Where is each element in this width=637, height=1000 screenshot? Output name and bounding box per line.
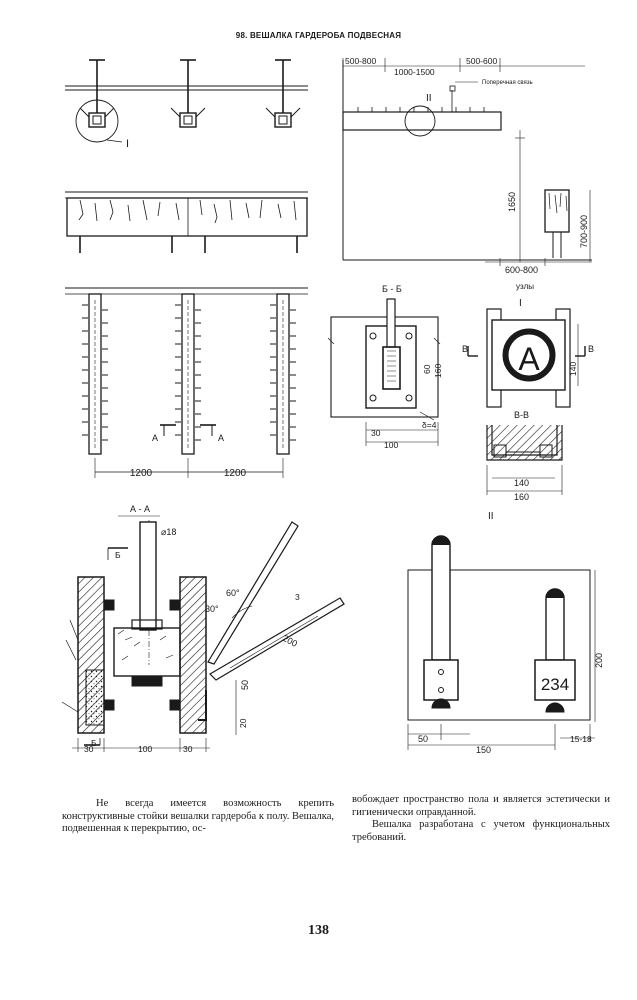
section-aa-title: А - А (130, 504, 150, 514)
dim-50-node: 50 (418, 734, 428, 744)
dim-1200-left: 1200 (130, 468, 153, 479)
section-marker-v-left: В (462, 344, 468, 354)
section-marker-b-bottom: Б (91, 738, 97, 748)
dim-200-node: 200 (594, 653, 604, 668)
body-text-paragraph-2: Вешалка разработана с учетом функциональ… (352, 819, 610, 843)
dim-50-aa: 50 (240, 680, 250, 690)
coats-elevation (65, 191, 308, 253)
section-bb-drawing (327, 298, 441, 446)
dim-160-vv: 160 (514, 492, 529, 502)
node-one-letter: А (518, 341, 540, 377)
dim-200-hook: 200 (281, 633, 299, 649)
dim-140-vv: 140 (514, 478, 529, 488)
dim-30-aa-left: 30 (84, 744, 94, 754)
dim-30-bb: 30 (371, 428, 381, 438)
section-vv-title: В-В (514, 410, 529, 420)
dim-100-bb: 100 (384, 440, 398, 450)
dim-1200-right: 1200 (224, 468, 247, 479)
section-bb-title: Б - Б (382, 284, 402, 294)
dim-100-aa: 100 (138, 744, 152, 754)
dim-140-node: 140 (568, 362, 578, 376)
body-text-column-1: Не всегда имеется возможность крепить ко… (62, 798, 334, 834)
angle-60: 60° (226, 588, 240, 598)
section-aa-drawing (61, 515, 345, 752)
dim-700-900: 700-900 (579, 215, 589, 248)
body-text-column-2: вобождает пространство пола и является э… (352, 794, 610, 844)
side-elevation (342, 58, 592, 266)
dim-500-800: 500-800 (345, 56, 376, 66)
rail-elevation (65, 59, 308, 143)
dim-160-bb: 160 (433, 364, 443, 378)
dim-30-aa-right: 30 (183, 744, 193, 754)
number-tag: 234 (541, 675, 569, 694)
section-marker-a-right: А (218, 433, 224, 443)
dim-150: 150 (476, 745, 491, 755)
dim-60: 60 (422, 364, 432, 374)
node-two-title: II (488, 511, 494, 522)
node-two-callout: II (426, 93, 432, 104)
dim-500-600: 500-600 (466, 56, 497, 66)
dim-1650: 1650 (507, 192, 517, 212)
dim-3: 3 (295, 592, 300, 602)
cross-tie-label: Поперечная связь (482, 80, 533, 86)
section-marker-a-left: А (152, 433, 158, 443)
angle-30: 30° (205, 604, 219, 614)
dim-15-18: 15-18 (570, 734, 592, 744)
page-number: 138 (308, 923, 329, 938)
page-title: 98. ВЕШАЛКА ГАРДЕРОБА ПОДВЕСНАЯ (235, 31, 402, 40)
body-text-paragraph-1: вобождает пространство пола и является э… (352, 794, 610, 818)
node-two-drawing (407, 535, 596, 750)
node-one-callout: I (126, 138, 129, 150)
dim-600-800: 600-800 (505, 265, 538, 275)
nodes-heading: узлы (516, 282, 534, 291)
plan-view (65, 287, 308, 478)
rod-diameter: ⌀18 (161, 527, 176, 537)
section-marker-b-top: Б (115, 550, 121, 560)
plate-thickness: δ=4 (422, 420, 437, 430)
node-one-title: I (519, 298, 522, 309)
section-marker-v-right: В (588, 344, 594, 354)
node-one-drawing (467, 308, 586, 495)
dim-20: 20 (238, 718, 248, 728)
dim-1000-1500: 1000-1500 (394, 67, 435, 77)
